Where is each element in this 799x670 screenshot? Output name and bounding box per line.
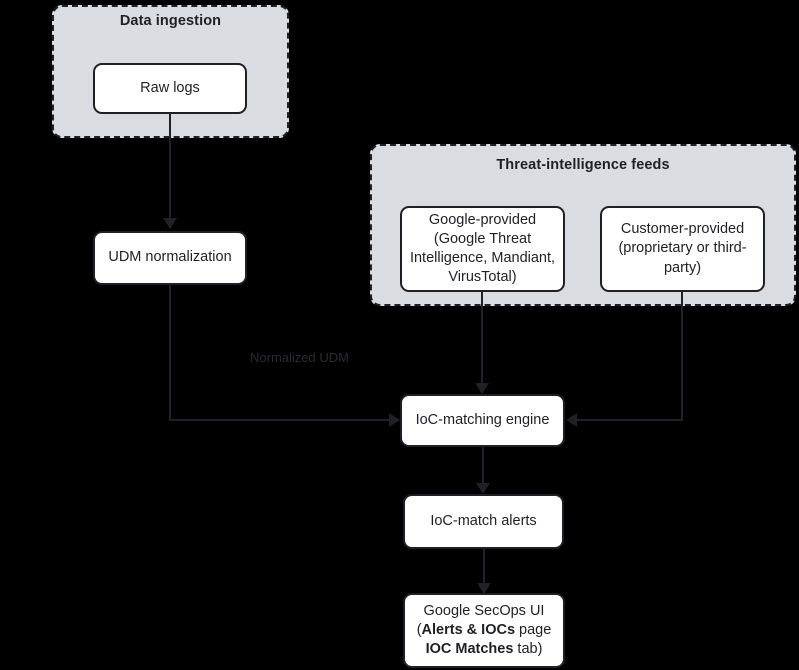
edge-udm-to-ioc-arrowhead: [389, 413, 400, 427]
node-google-provided[interactable]: Google-provided (Google Threat Intellige…: [400, 206, 565, 292]
edge-label-normalized-udm: Normalized UDM: [250, 350, 349, 365]
node-ioc-matching-engine[interactable]: IoC-matching engine: [400, 394, 565, 447]
edge-alerts-to-secops-line: [483, 549, 485, 585]
edge-raw-logs-to-udm-arrowhead: [163, 218, 177, 229]
edge-google-feed-to-ioc-arrowhead: [475, 383, 489, 394]
secops-line-2-rest: page: [515, 621, 552, 638]
node-ioc-match-alerts-label: IoC-match alerts: [430, 512, 537, 529]
edge-udm-to-ioc-horizontal: [169, 419, 391, 421]
edge-customer-feed-to-ioc-horizontal: [576, 419, 683, 421]
edge-customer-feed-to-ioc-vertical: [681, 292, 683, 421]
node-ioc-match-alerts[interactable]: IoC-match alerts: [403, 494, 564, 549]
node-google-secops-ui-text: Google SecOps UI (Alerts & IOCs page IOC…: [411, 602, 557, 659]
node-google-secops-ui[interactable]: Google SecOps UI (Alerts & IOCs page IOC…: [403, 593, 565, 668]
group-threat-intelligence-feeds-title: Threat-intelligence feeds: [496, 157, 670, 173]
node-ioc-matching-engine-label: IoC-matching engine: [415, 411, 550, 428]
group-data-ingestion-title: Data ingestion: [119, 13, 222, 29]
secops-line-3-rest: tab): [513, 641, 543, 658]
node-customer-provided[interactable]: Customer-provided (proprietary or third-…: [600, 206, 765, 292]
node-udm-normalization[interactable]: UDM normalization: [93, 231, 247, 285]
edge-ioc-engine-to-alerts-arrowhead: [476, 483, 490, 494]
edge-customer-feed-to-ioc-arrowhead: [566, 413, 577, 427]
secops-line-2-bold: Alerts & IOCs: [421, 621, 516, 638]
secops-line-2-prefix: (: [416, 621, 422, 638]
edge-alerts-to-secops-arrowhead: [477, 583, 491, 594]
edge-google-feed-to-ioc-line: [481, 292, 483, 384]
node-google-provided-label: Google-provided (Google Threat Intellige…: [409, 211, 556, 286]
node-udm-normalization-label: UDM normalization: [108, 249, 232, 266]
node-customer-provided-label: Customer-provided (proprietary or third-…: [618, 221, 747, 276]
node-raw-logs-label: Raw logs: [140, 79, 200, 96]
secops-line-1: Google SecOps UI: [423, 602, 545, 619]
secops-line-3-bold: IOC Matches: [425, 641, 514, 658]
node-raw-logs[interactable]: Raw logs: [93, 63, 247, 114]
edge-raw-logs-to-udm-line: [169, 114, 171, 219]
edge-udm-to-ioc-vertical: [169, 285, 171, 421]
edge-ioc-engine-to-alerts-line: [482, 447, 484, 484]
